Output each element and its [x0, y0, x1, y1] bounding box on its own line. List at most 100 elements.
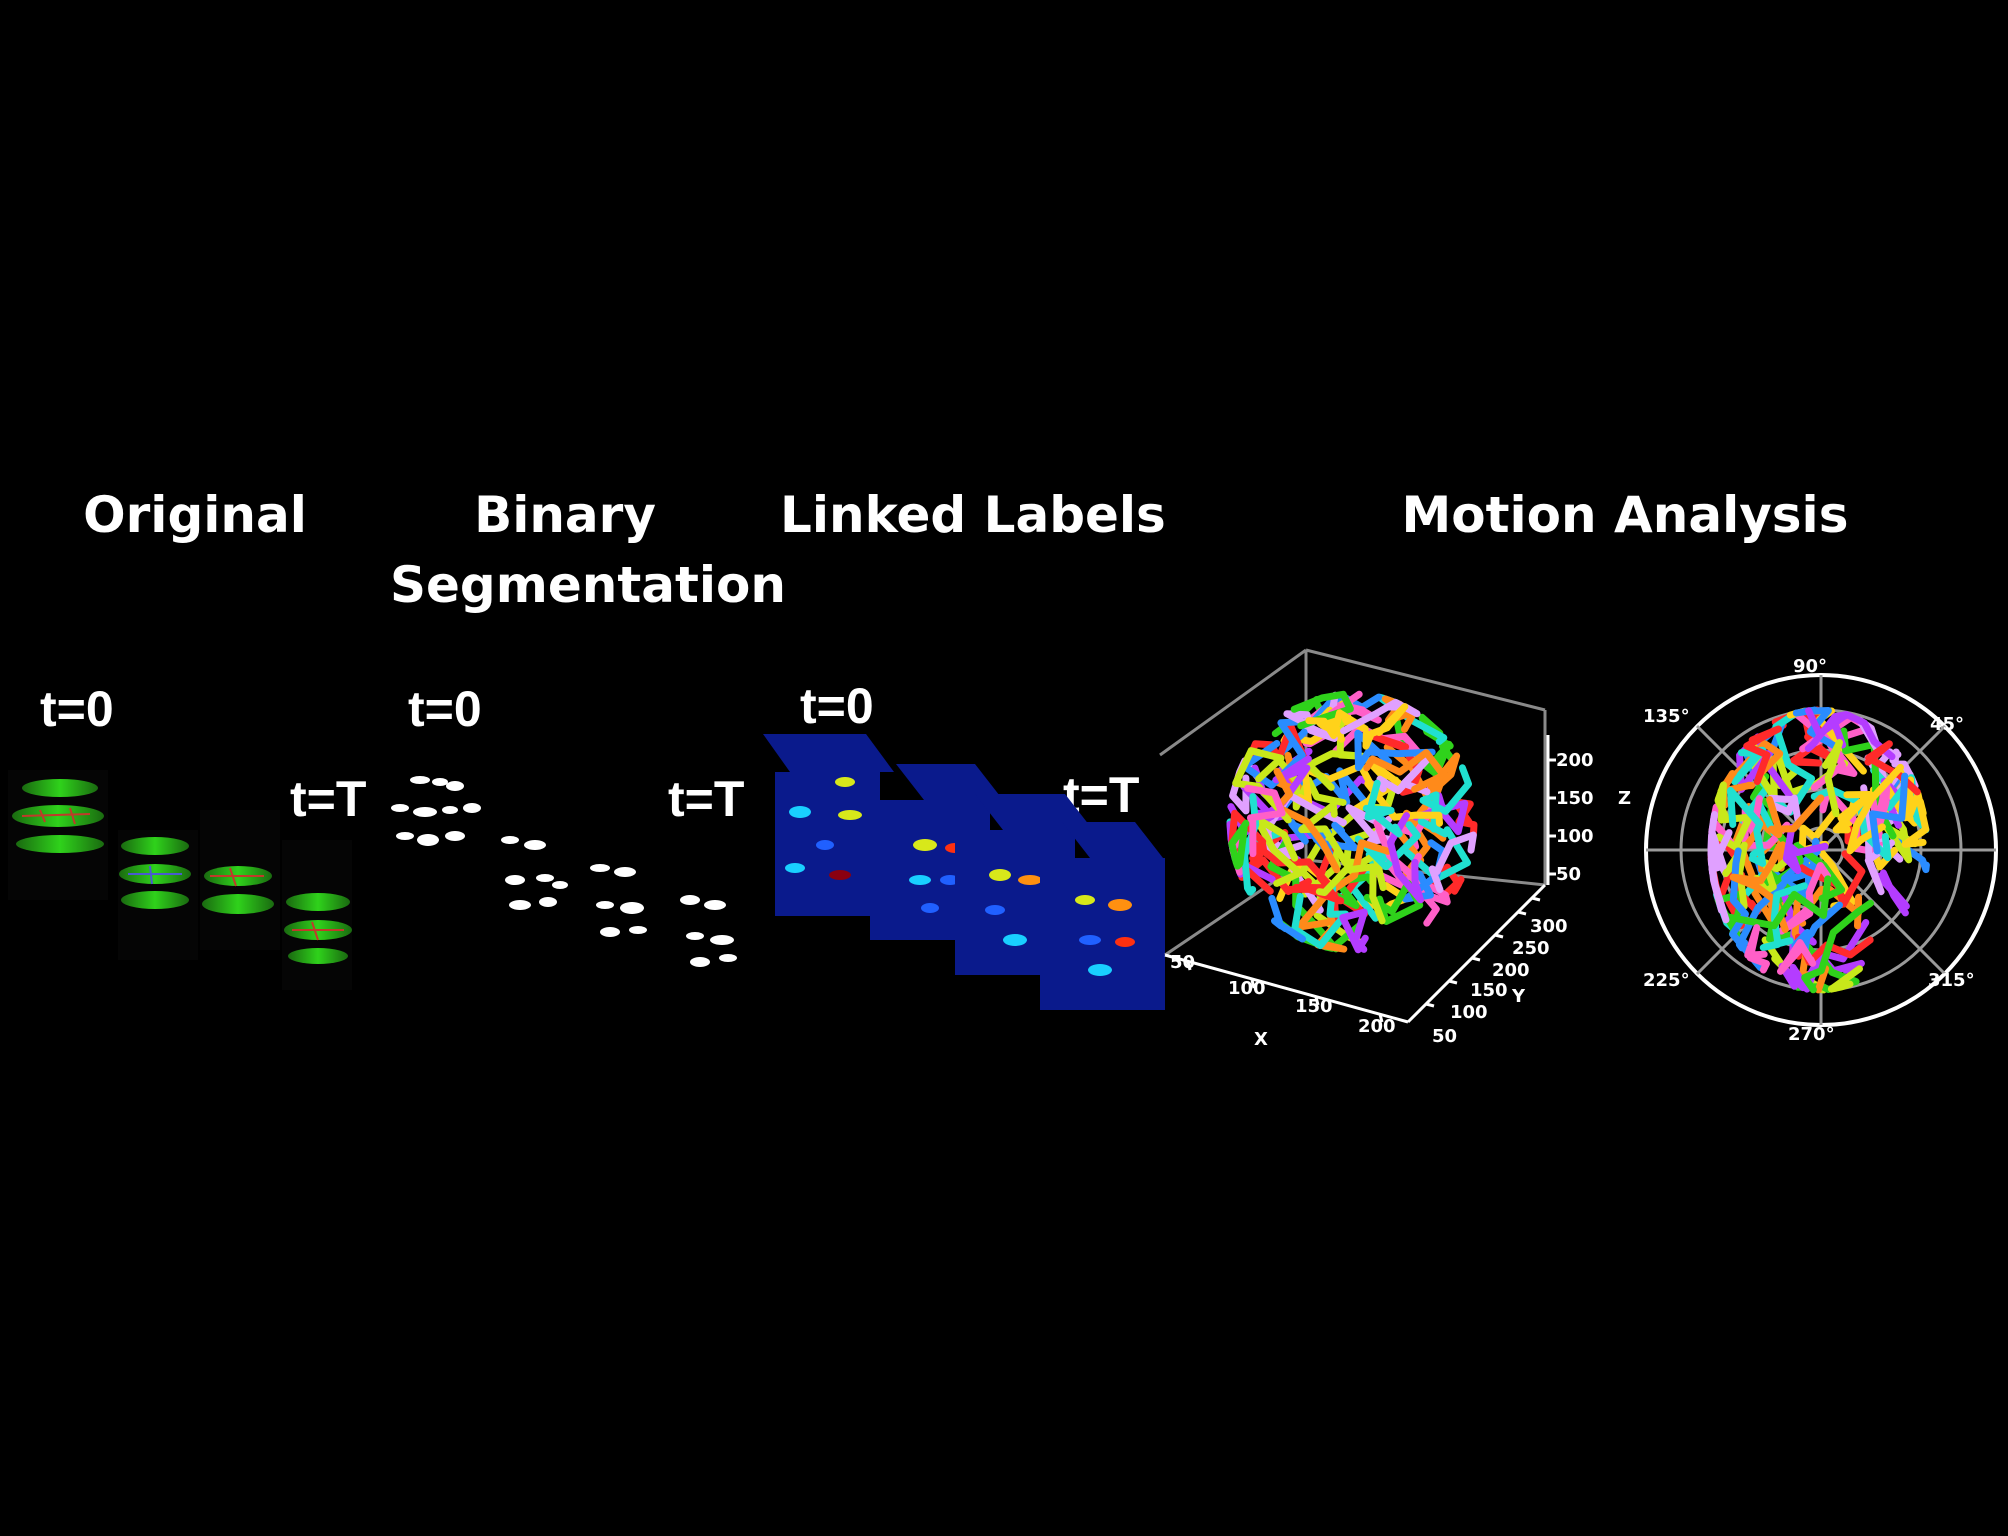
trajectory-line: [1363, 749, 1447, 793]
title-binary-line1: Binary: [474, 486, 656, 544]
trajectory-line: [1782, 823, 1829, 875]
trajectory-line: [1368, 732, 1423, 796]
plot3d-y-tickmarks: [1425, 896, 1541, 1008]
trajectory-line: [1376, 754, 1433, 796]
trajectory-line: [1722, 875, 1832, 930]
z-tick-200: 200: [1556, 750, 1594, 771]
x-tick-200: 200: [1358, 1016, 1396, 1037]
trajectory-line: [1305, 717, 1369, 791]
title-motion-analysis: Motion Analysis: [1401, 486, 1849, 544]
linked-plane-group-1: [763, 734, 894, 916]
trajectory-line: [1714, 781, 1753, 848]
trajectory-line: [1305, 709, 1369, 739]
trajectory-line: [1801, 899, 1874, 994]
trajectory-line: [1244, 722, 1309, 765]
binary-stack-3: [590, 864, 647, 937]
trajectory-line: [1315, 863, 1386, 925]
trajectory-line: [1729, 847, 1764, 971]
trajectory-line: [1354, 821, 1421, 871]
original-stack-4: [282, 840, 352, 990]
plot3d-trajectories: [1226, 690, 1478, 954]
trajectory-line: [1428, 831, 1477, 894]
trajectory-line: [1252, 814, 1304, 887]
binary-t0-label: t=0: [408, 681, 482, 737]
trajectory-line: [1791, 901, 1843, 952]
trajectory-line: [1731, 746, 1767, 786]
x-tick-150: 150: [1295, 996, 1333, 1017]
polar-label-45: 45°: [1930, 714, 1964, 735]
binary-stack-1: [391, 776, 481, 846]
polar-label-135: 135°: [1643, 706, 1690, 727]
plot3d-z-tickmarks: [1548, 758, 1556, 876]
trajectory-line: [1295, 839, 1392, 931]
polar-label-315: 315°: [1928, 970, 1975, 991]
title-binary-line2: Segmentation: [390, 556, 786, 614]
polar-label-90: 90°: [1793, 656, 1827, 677]
trajectory-line: [1362, 703, 1409, 750]
trajectory-line: [1276, 757, 1347, 811]
y-tick-200: 200: [1492, 960, 1530, 981]
trajectory-line: [1786, 850, 1866, 908]
trajectory-line: [1714, 770, 1756, 803]
binary-stacks: [391, 776, 737, 967]
trajectory-line: [1291, 884, 1350, 950]
binary-stack-2: [501, 836, 568, 910]
trajectory-line: [1766, 794, 1825, 839]
trajectory-line: [1759, 882, 1808, 952]
trajectory-line: [1228, 819, 1250, 870]
z-tick-150: 150: [1556, 788, 1594, 809]
z-tick-50: 50: [1556, 864, 1581, 885]
y-tick-50: 50: [1432, 1026, 1457, 1047]
title-original: Original: [83, 486, 307, 544]
y-tick-100: 100: [1450, 1002, 1488, 1023]
trajectory-line: [1707, 855, 1730, 924]
trajectory-line: [1775, 831, 1846, 902]
trajectory-line: [1273, 767, 1341, 874]
linked-plane-group-4: [1040, 822, 1165, 1010]
plot3d-x-tickmarks: [1186, 961, 1384, 1023]
trajectory-line: [1901, 776, 1930, 848]
original-stacks: [8, 770, 352, 990]
linked-label-planes: [763, 734, 1165, 1010]
trajectory-line: [1362, 779, 1403, 838]
trajectory-line: [1244, 784, 1286, 858]
trajectory-line: [1386, 812, 1424, 904]
trajectory-line: [1284, 883, 1345, 905]
trajectory-line: [1339, 908, 1369, 954]
trajectory-3d-plot: 50 100 150 200 X 50 100 150 200 250 300 …: [1159, 648, 1594, 1050]
title-binary-segmentation: Binary Segmentation: [390, 480, 786, 620]
trajectory-line: [1402, 839, 1447, 903]
x-tick-50: 50: [1170, 952, 1195, 973]
z-tick-100: 100: [1556, 826, 1594, 847]
trajectory-line: [1744, 924, 1770, 974]
trajectory-line: [1822, 739, 1843, 818]
trajectory-line: [1767, 794, 1802, 825]
polar-trajectories: [1707, 706, 1930, 994]
original-t0-label: t=0: [40, 681, 114, 737]
y-axis-label: Y: [1511, 986, 1526, 1007]
x-axis-label: X: [1254, 1029, 1268, 1050]
linked-t0-label: t=0: [800, 678, 874, 734]
trajectory-line: [1860, 784, 1895, 896]
y-tick-300: 300: [1530, 916, 1568, 937]
trajectory-line: [1875, 869, 1910, 917]
trajectory-line: [1869, 772, 1909, 855]
trajectory-line: [1827, 965, 1863, 993]
binary-tT-label: t=T: [668, 771, 745, 827]
original-stack-2: [118, 830, 198, 960]
binary-stack-4: [680, 895, 737, 967]
y-tick-250: 250: [1512, 938, 1550, 959]
polar-label-270: 270°: [1788, 1024, 1835, 1045]
polar-plot: 90° 45° 135° 225° 270° 315° Z: [1618, 656, 1998, 1045]
original-tT-label: t=T: [290, 771, 367, 827]
trajectory-line: [1830, 711, 1896, 761]
trajectory-line: [1743, 725, 1782, 786]
y-tick-150: 150: [1470, 980, 1508, 1001]
trajectory-line: [1777, 939, 1817, 975]
trajectory-line: [1268, 894, 1306, 943]
z-axis-label: Z: [1618, 788, 1631, 809]
original-stack-1: [8, 770, 108, 900]
trajectory-line: [1846, 763, 1904, 855]
title-linked-labels: Linked Labels: [780, 486, 1166, 544]
